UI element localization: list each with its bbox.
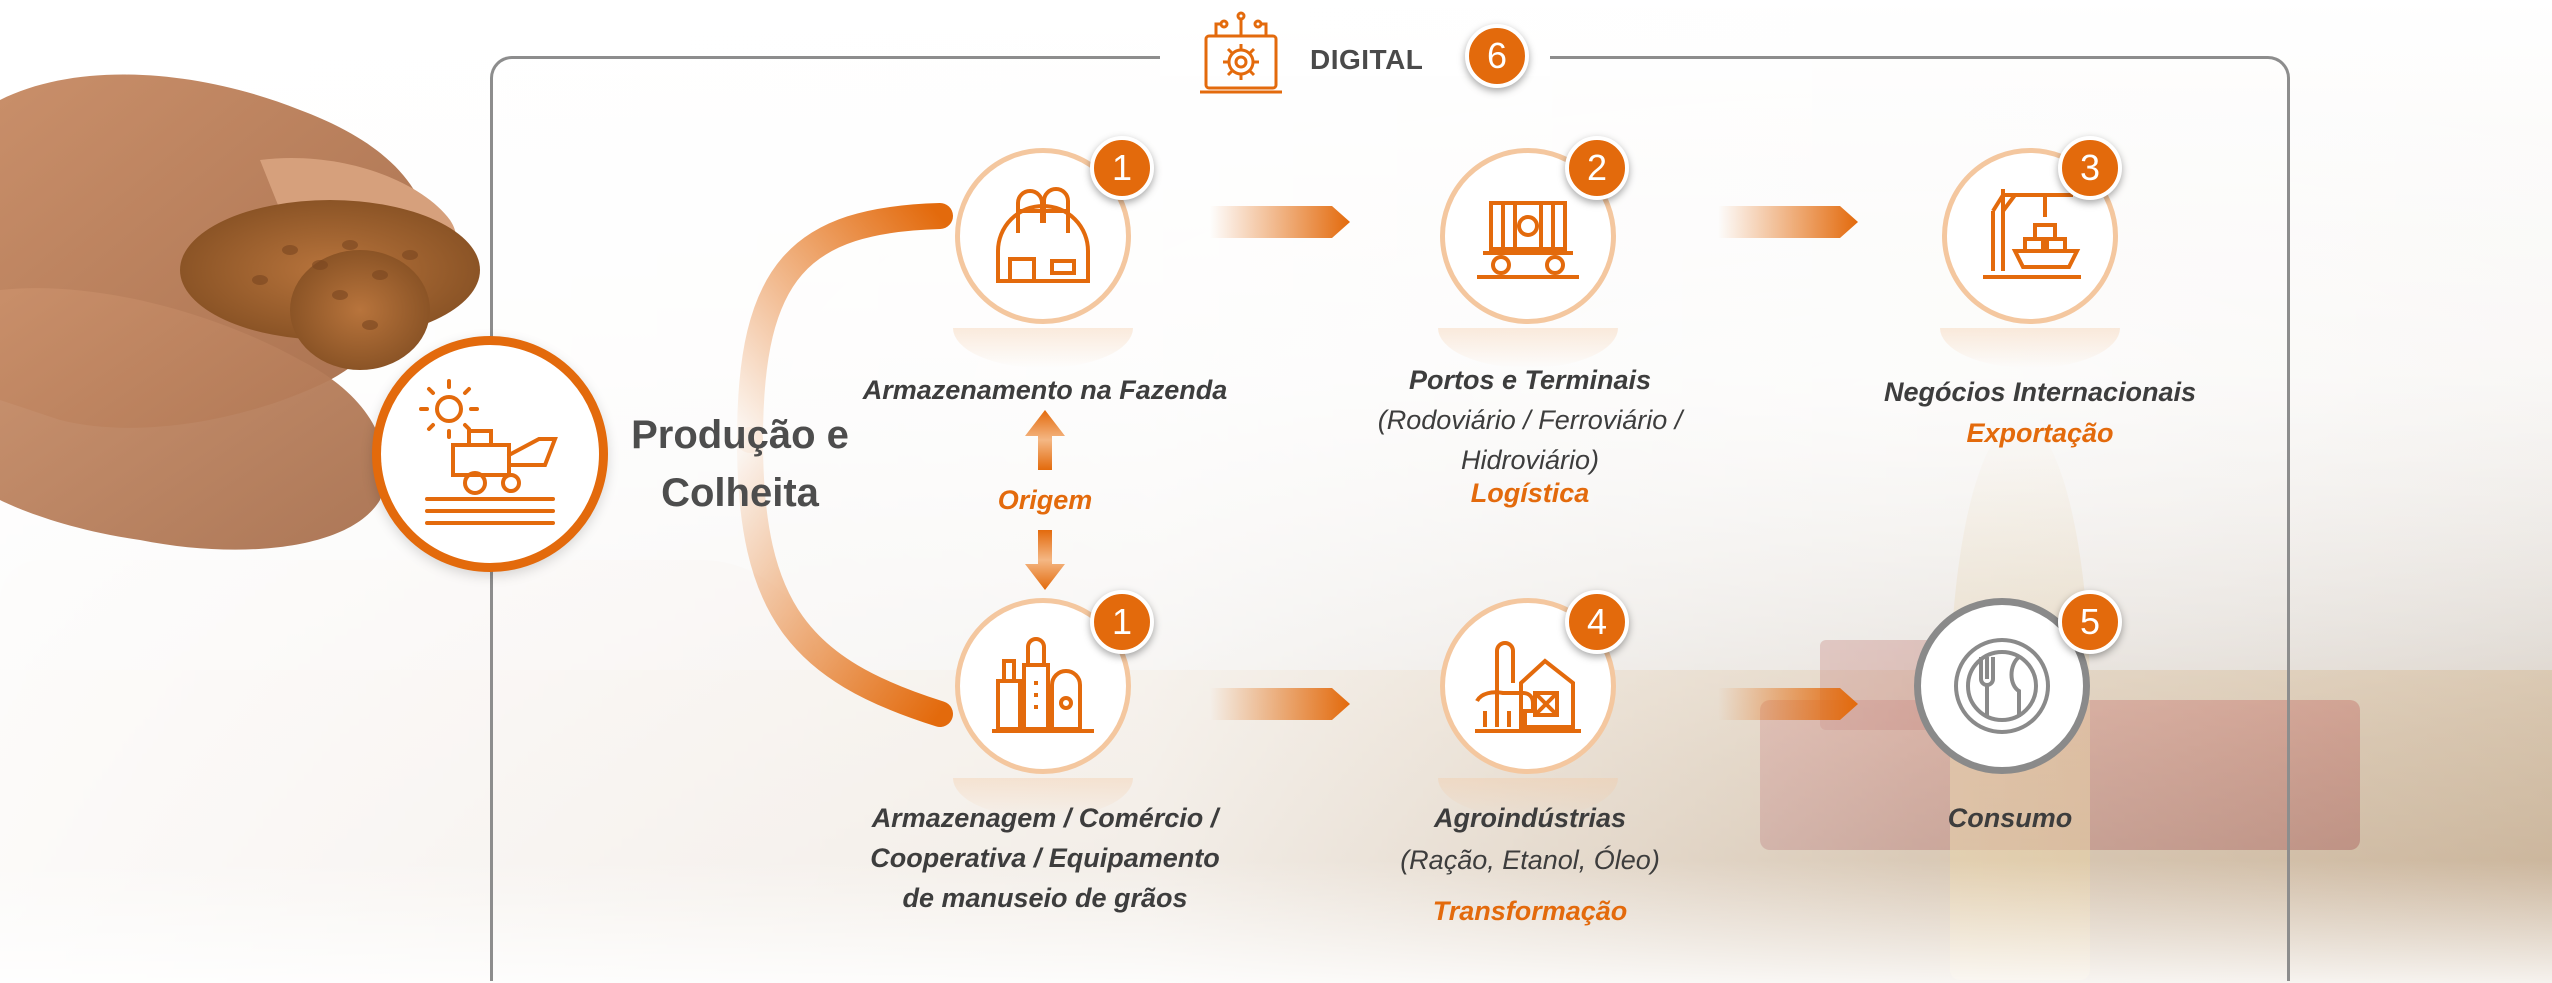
flow-arrow-1-to-2 bbox=[1210, 206, 1350, 238]
step-badge-5: 5 bbox=[2058, 590, 2122, 654]
production-label-line1: Produção e bbox=[631, 413, 849, 457]
logistics-label: Logística bbox=[1470, 478, 1590, 508]
rail-car-icon bbox=[1477, 201, 1579, 279]
consumption-label: Consumo bbox=[1947, 803, 2073, 833]
international-label: Negócios Internacionais bbox=[1883, 377, 2197, 407]
production-label-line2: Colheita bbox=[661, 471, 819, 515]
storage-trade-line1: Armazenagem / Comércio / bbox=[871, 803, 1219, 833]
port-crane-icon bbox=[1983, 189, 2081, 279]
digital-label: DIGITAL bbox=[1310, 44, 1424, 75]
storage-trade-node bbox=[955, 598, 1131, 774]
ports-detail-line2: Hidroviário) bbox=[1460, 445, 1600, 475]
harvester-icon bbox=[419, 379, 558, 525]
step-badge-4: 4 bbox=[1565, 590, 1629, 654]
hands-with-grain-photo bbox=[0, 74, 480, 550]
digital-gear-icon bbox=[1200, 11, 1282, 94]
storage-trade-line3: de manuseio de grãos bbox=[902, 883, 1188, 913]
agroindustry-label: Agroindústrias bbox=[1433, 803, 1627, 833]
transformation-label: Transformação bbox=[1432, 896, 1628, 926]
storage-trade-line2: Cooperativa / Equipamento bbox=[870, 843, 1220, 873]
export-label: Exportação bbox=[1966, 418, 2114, 448]
ports-detail-line1: (Rodoviário / Ferroviário / bbox=[1377, 405, 1683, 435]
step-badge-2: 2 bbox=[1565, 136, 1629, 200]
production-harvest-label: Produção e Colheita bbox=[620, 406, 860, 522]
grain-elevator-icon bbox=[992, 637, 1094, 733]
cutlery-icon bbox=[1954, 638, 2050, 734]
farm-storage-label: Armazenamento na Fazenda bbox=[862, 375, 1228, 405]
step-badge-1-top: 1 bbox=[1090, 136, 1154, 200]
step-badge-6: 6 bbox=[1465, 24, 1529, 88]
origin-label: Origem bbox=[997, 485, 1093, 515]
farm-livestock-icon bbox=[1475, 641, 1581, 733]
background-fade bbox=[0, 860, 2552, 983]
flow-arrow-2-to-3 bbox=[1718, 206, 1858, 238]
production-harvest-node bbox=[372, 336, 608, 572]
step-badge-1-bottom: 1 bbox=[1090, 590, 1154, 654]
flow-arrow-4-to-5 bbox=[1718, 688, 1858, 720]
step-badge-3: 3 bbox=[2058, 136, 2122, 200]
ports-label: Portos e Terminais bbox=[1408, 365, 1652, 395]
agroindustry-detail: (Ração, Etanol, Óleo) bbox=[1400, 845, 1660, 875]
production-branch-connector bbox=[737, 203, 953, 727]
origin-double-arrow bbox=[1025, 410, 1065, 590]
silo-icon bbox=[996, 187, 1090, 283]
flow-arrow-1-to-4 bbox=[1210, 688, 1350, 720]
